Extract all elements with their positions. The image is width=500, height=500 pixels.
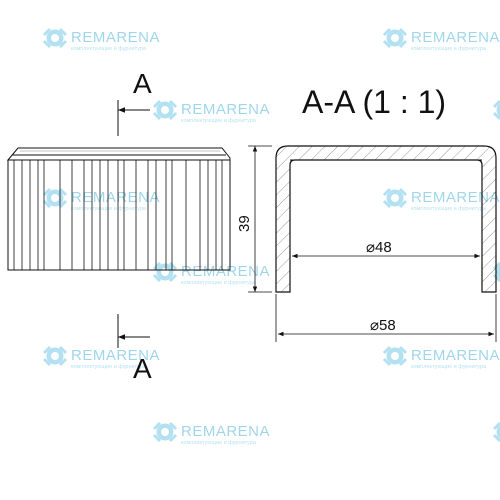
height-dimension — [248, 145, 272, 293]
watermark-brand: REMARENA — [181, 101, 270, 118]
watermark-tagline: комплектующие и фурнитура — [71, 364, 147, 370]
side-view — [6, 147, 231, 271]
section-marker-top-label: A — [133, 68, 152, 99]
remarena-logo-icon — [152, 261, 178, 283]
watermark-brand: REMARENA — [411, 347, 500, 364]
outer-diameter-label: ⌀58 — [370, 317, 396, 334]
watermark-brand: REMARENA — [71, 29, 160, 46]
remarena-logo-icon — [382, 345, 408, 367]
watermark-tagline: комплектующие и фурнитура — [411, 206, 487, 212]
remarena-logo-icon — [42, 345, 68, 367]
watermark-brand: REMARENA — [71, 347, 160, 364]
section-marker-bottom-label: A — [133, 353, 152, 384]
remarena-logo-icon — [492, 421, 500, 443]
section-marker-bottom — [117, 314, 150, 348]
remarena-logo-icon — [152, 421, 178, 443]
inner-diameter-label: ⌀48 — [366, 239, 392, 256]
watermark-brand: REMARENA — [181, 263, 270, 280]
watermark-brand: REMARENA — [411, 29, 500, 46]
watermark-tagline: комплектующие и фурнитура — [411, 46, 487, 52]
watermark-brand: REMARENA — [181, 423, 270, 440]
watermark-tagline: комплектующие и фурнитура — [71, 206, 147, 212]
watermark-tagline: комплектующие и фурнитура — [181, 118, 257, 124]
section-marker-top — [117, 100, 150, 136]
section-view — [275, 145, 497, 293]
outer-diameter-dimension — [275, 294, 497, 342]
height-dimension-label: 39 — [236, 215, 253, 232]
remarena-logo-icon — [492, 99, 500, 121]
watermark-brand: REMARENA — [411, 189, 500, 206]
watermark-tagline: комплектующие и фурнитура — [181, 280, 257, 286]
remarena-logo-icon — [152, 99, 178, 121]
remarena-logo-icon — [382, 27, 408, 49]
watermark-tagline: комплектующие и фурнитура — [181, 440, 257, 446]
watermark-brand: REMARENA — [71, 189, 160, 206]
watermark-tagline: комплектующие и фурнитура — [411, 364, 487, 370]
remarena-logo-icon — [382, 187, 408, 209]
remarena-logo-icon — [42, 27, 68, 49]
remarena-logo-icon — [42, 187, 68, 209]
section-title: A-A (1 : 1) — [302, 84, 446, 120]
watermark-tagline: комплектующие и фурнитура — [71, 46, 147, 52]
